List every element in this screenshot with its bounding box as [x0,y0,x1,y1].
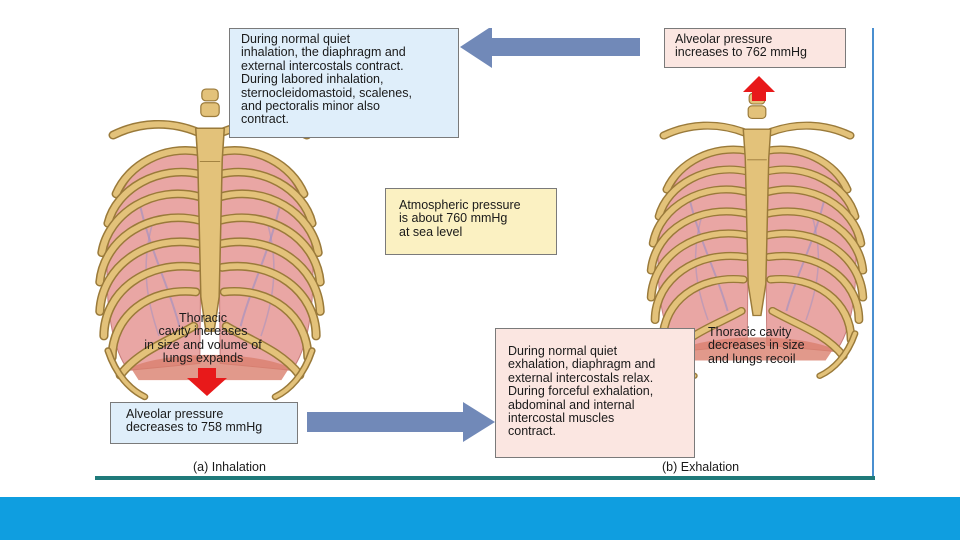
exhalation-caption: (b) Exhalation [662,460,740,474]
figure-right-border [872,28,874,480]
arrow-right-bottom [307,402,495,442]
inhalation-pressure-box: Alveolar pressure decreases to 758 mmHg [110,402,298,444]
figure-bottom-rule [95,476,875,480]
inhalation-caption: (a) Inhalation [193,460,266,474]
atmospheric-pressure-box: Atmospheric pressure is about 760 mmHg a… [385,188,557,255]
figure-artwork [95,28,873,442]
footer-bar [0,497,960,540]
arrow-left-top [460,28,640,68]
inhalation-cavity-label: Thoracic cavity increases in size and vo… [144,311,262,366]
inhalation-muscles-box: During normal quiet inhalation, the diap… [229,28,459,138]
exhalation-pressure-box: Alveolar pressure increases to 762 mmHg [664,28,846,68]
red-arrow-down [187,368,227,396]
exhalation-cavity-label: Thoracic cavity decreases in size and lu… [708,325,805,366]
red-arrow-up [743,76,775,101]
breathing-figure: During normal quiet inhalation, the diap… [95,28,873,480]
exhalation-muscles-box: During normal quiet exhalation, diaphrag… [495,328,695,458]
